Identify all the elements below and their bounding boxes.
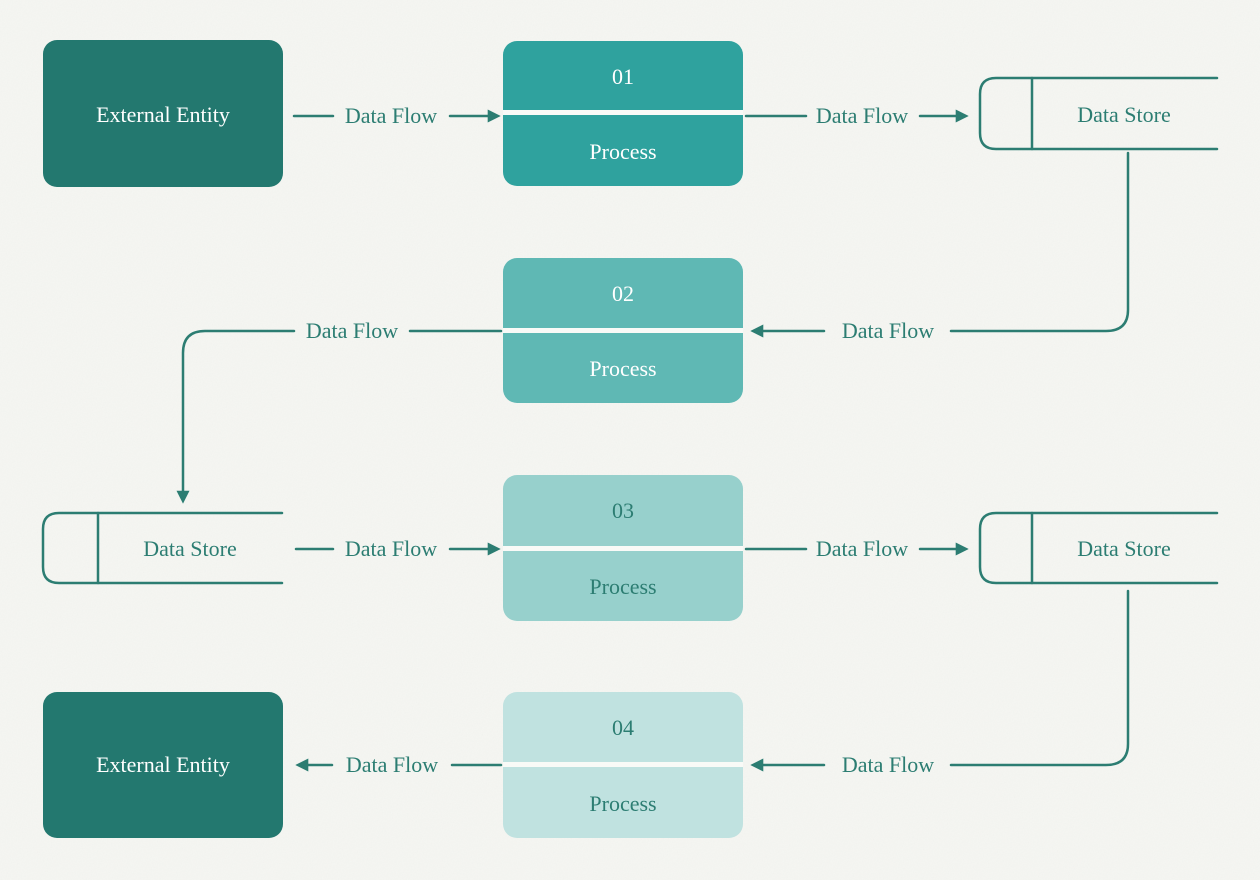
- process-number: 02: [612, 281, 634, 306]
- flow-line: [949, 151, 1130, 333]
- external-entity-label: External Entity: [96, 752, 230, 777]
- flow-p02-to-ds2: Data Flow: [176, 318, 503, 504]
- flow-label: Data Flow: [306, 318, 398, 343]
- process-label: Process: [589, 574, 656, 599]
- process-label: Process: [589, 356, 656, 381]
- flow-label: Data Flow: [842, 752, 934, 777]
- process-04: 04 Process: [503, 692, 743, 838]
- data-store-shape: [978, 511, 1219, 585]
- flow-ds1-to-p02: Data Flow: [750, 151, 1130, 343]
- process-number: 04: [612, 715, 634, 740]
- data-store-label: Data Store: [1077, 536, 1170, 561]
- external-entity-box: [43, 40, 283, 187]
- external-entity-box: [43, 692, 283, 838]
- process-divider: [503, 762, 743, 767]
- data-store-2: Data Store: [41, 511, 284, 585]
- data-store-shape: [41, 511, 284, 585]
- process-02: 02 Process: [503, 258, 743, 403]
- flow-p03-to-ds3: Data Flow: [744, 536, 969, 561]
- process-01: 01 Process: [503, 41, 743, 186]
- process-divider: [503, 328, 743, 333]
- external-entity-label: External Entity: [96, 102, 230, 127]
- flow-label: Data Flow: [345, 103, 437, 128]
- process-divider: [503, 110, 743, 115]
- flow-ds3-to-p04: Data Flow: [750, 589, 1130, 777]
- flow-label: Data Flow: [816, 536, 908, 561]
- flow-arrow: [176, 329, 296, 504]
- process-number: 03: [612, 498, 634, 523]
- flow-line: [949, 589, 1130, 767]
- data-store-1: Data Store: [978, 76, 1219, 151]
- flow-label: Data Flow: [816, 103, 908, 128]
- data-store-3: Data Store: [978, 511, 1219, 585]
- process-03: 03 Process: [503, 475, 743, 621]
- flow-ee1-to-p01: Data Flow: [292, 103, 501, 128]
- data-store-shape: [978, 76, 1219, 151]
- data-store-label: Data Store: [1077, 102, 1170, 127]
- external-entity-2: External Entity: [43, 692, 283, 838]
- flow-label: Data Flow: [345, 536, 437, 561]
- process-number: 01: [612, 64, 634, 89]
- flow-ds2-to-p03: Data Flow: [294, 536, 501, 561]
- flow-label: Data Flow: [842, 318, 934, 343]
- flow-p04-to-ee2: Data Flow: [295, 752, 503, 777]
- process-label: Process: [589, 139, 656, 164]
- flow-p01-to-ds1: Data Flow: [744, 103, 969, 128]
- flow-label: Data Flow: [346, 752, 438, 777]
- process-divider: [503, 546, 743, 551]
- process-label: Process: [589, 791, 656, 816]
- data-store-label: Data Store: [143, 536, 236, 561]
- external-entity-1: External Entity: [43, 40, 283, 187]
